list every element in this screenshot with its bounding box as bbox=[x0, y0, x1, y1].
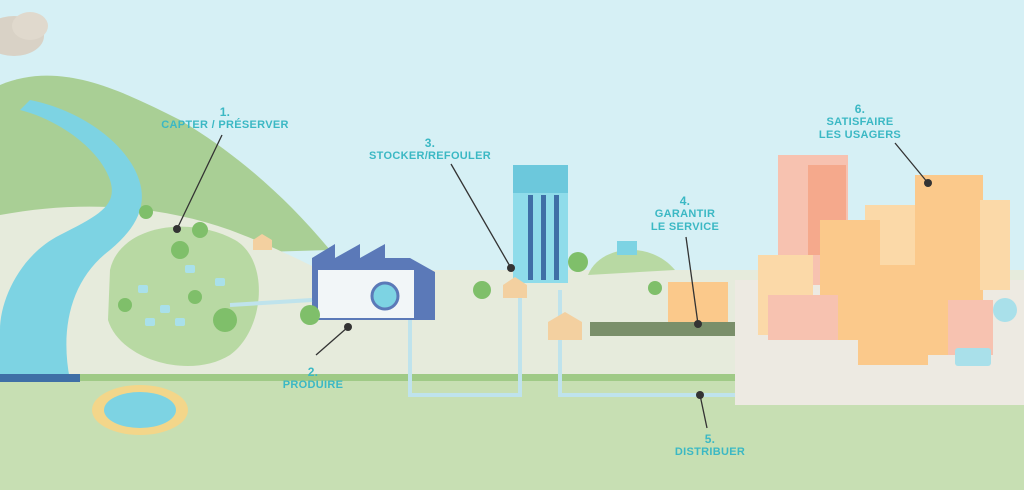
step-number: 3. bbox=[360, 137, 500, 150]
step-produire[interactable]: 2. PRODUIRE bbox=[268, 366, 358, 392]
step-number: 4. bbox=[640, 195, 730, 208]
leader-line-garantir bbox=[686, 237, 698, 324]
step-label: CAPTER / PRÉSERVER bbox=[150, 119, 300, 132]
step-number: 5. bbox=[665, 433, 755, 446]
marker-distribuer bbox=[696, 391, 704, 399]
marker-garantir bbox=[694, 320, 702, 328]
step-label: STOCKER/REFOULER bbox=[360, 150, 500, 163]
step-capter[interactable]: 1. CAPTER / PRÉSERVER bbox=[150, 106, 300, 132]
step-number: 2. bbox=[268, 366, 358, 379]
leader-line-capter bbox=[177, 135, 222, 229]
step-satisfaire[interactable]: 6. SATISFAIRE LES USAGERS bbox=[800, 103, 920, 142]
step-label: SATISFAIRE LES USAGERS bbox=[800, 116, 920, 142]
leader-line-satisfaire bbox=[895, 143, 928, 183]
marker-produire bbox=[344, 323, 352, 331]
step-number: 6. bbox=[800, 103, 920, 116]
step-label: DISTRIBUER bbox=[665, 446, 755, 459]
step-label: PRODUIRE bbox=[268, 379, 358, 392]
marker-capter bbox=[173, 225, 181, 233]
step-distribuer[interactable]: 5. DISTRIBUER bbox=[665, 433, 755, 459]
step-stocker[interactable]: 3. STOCKER/REFOULER bbox=[360, 137, 500, 163]
step-label: GARANTIR LE SERVICE bbox=[640, 208, 730, 234]
leader-line-distribuer bbox=[700, 395, 707, 428]
step-number: 1. bbox=[150, 106, 300, 119]
marker-stocker bbox=[507, 264, 515, 272]
leader-line-produire bbox=[316, 327, 348, 355]
step-garantir[interactable]: 4. GARANTIR LE SERVICE bbox=[640, 195, 730, 234]
marker-satisfaire bbox=[924, 179, 932, 187]
leader-line-stocker bbox=[451, 164, 511, 268]
